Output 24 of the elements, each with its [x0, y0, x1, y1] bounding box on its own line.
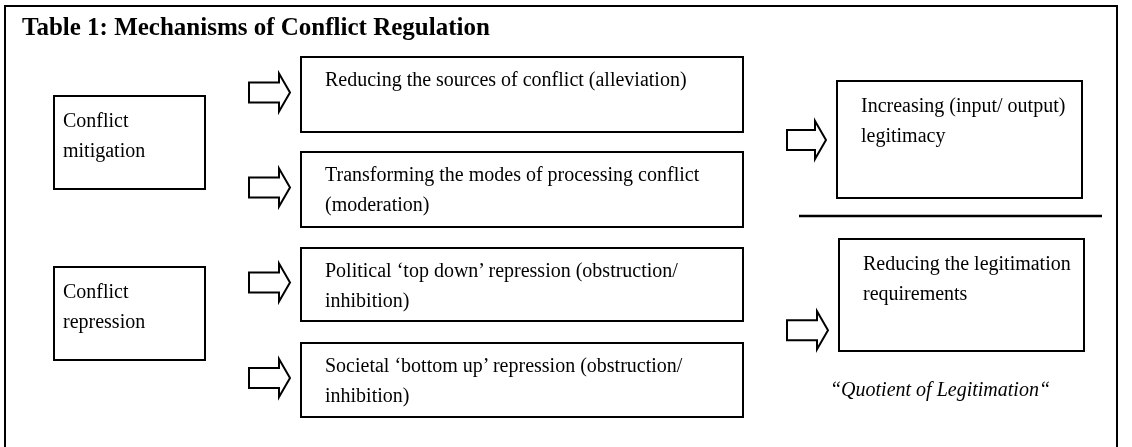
- text-box: [53, 266, 206, 361]
- box-text: Political ‘top down’ repression (obstruction/ inhibition): [325, 258, 679, 314]
- block-arrow: [248, 69, 292, 116]
- block-arrow: [786, 307, 830, 353]
- text-box: [300, 151, 744, 228]
- text-box: [53, 95, 206, 190]
- note: “Quotient of Legitimation“: [829, 378, 1051, 401]
- text-box: [300, 56, 744, 133]
- title: Table 1: Mechanisms of Conflict Regulation: [22, 13, 490, 41]
- box-text: Conflict mitigation: [63, 108, 147, 164]
- block-arrow: [248, 355, 292, 401]
- text-box: [300, 342, 744, 418]
- box-text: Increasing (input/ output) legitimacy: [861, 93, 1067, 149]
- box-text: Reducing the sources of conflict (alleviation): [325, 67, 688, 93]
- box-text: Reducing the legitimation requirements: [863, 251, 1071, 307]
- box-text: Transforming the modes of processing conflict (moderation): [325, 162, 701, 218]
- text-box: [838, 238, 1085, 352]
- block-arrow: [248, 164, 292, 211]
- block-arrow: [786, 117, 828, 163]
- text-box: [836, 80, 1083, 199]
- box-text: Societal ‘bottom up’ repression (obstruction/ inhibition): [325, 353, 684, 409]
- box-text: Conflict repression: [63, 279, 147, 335]
- block-arrow: [248, 259, 292, 306]
- text-box: [300, 247, 744, 322]
